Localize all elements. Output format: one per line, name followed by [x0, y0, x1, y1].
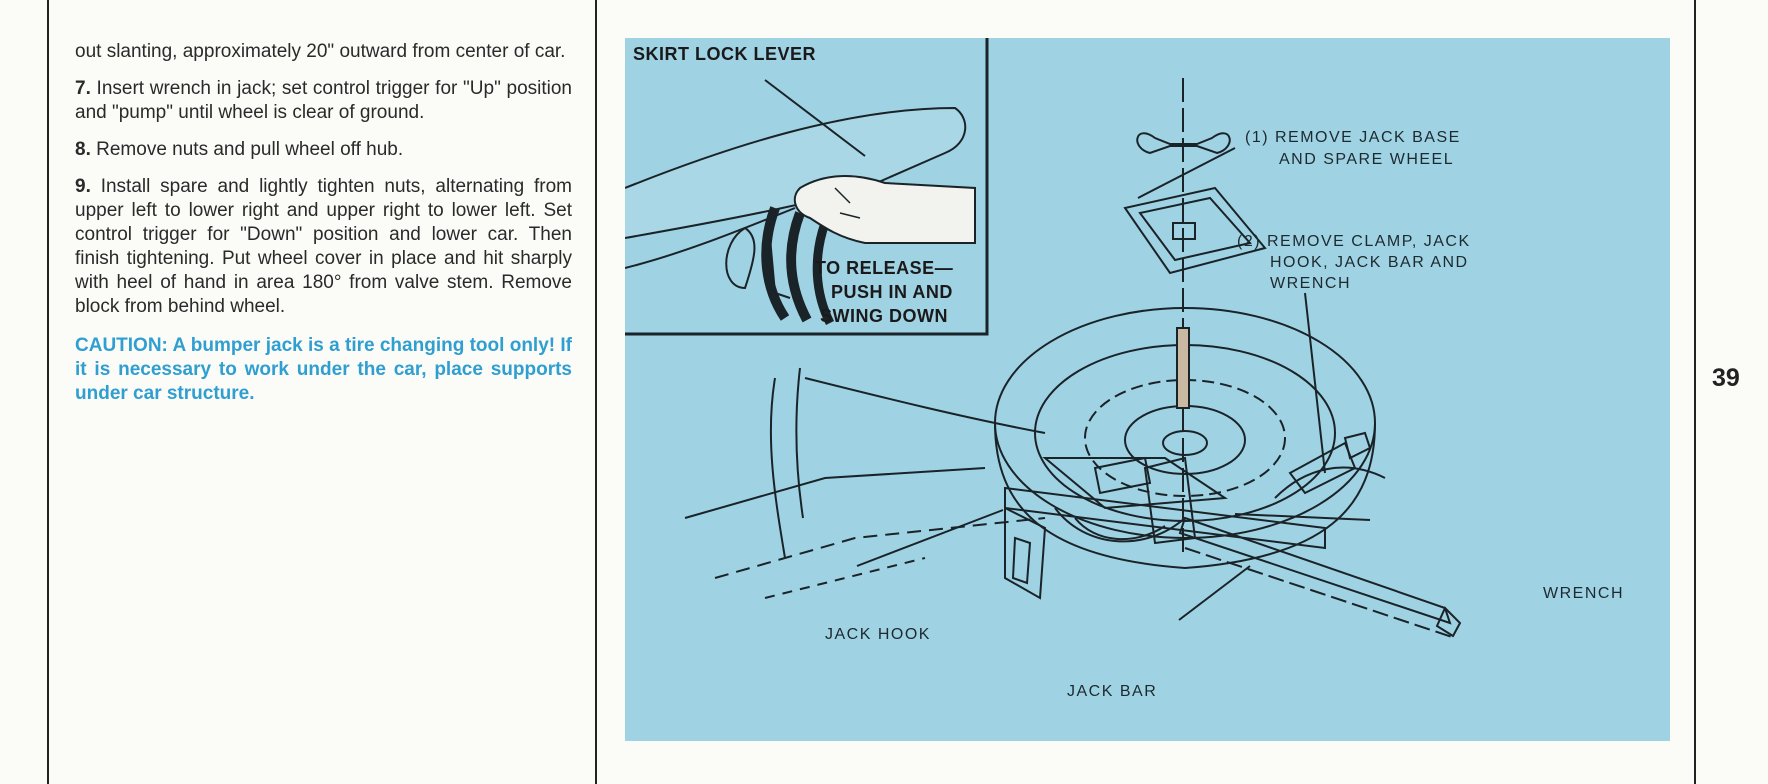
caution-note: CAUTION: A bumper jack is a tire changin… — [75, 335, 572, 404]
step-9: 9. Install spare and lightly tighten nut… — [75, 175, 572, 319]
spare-tire-removal-illustration: SKIRT LOCK LEVER TO RELEASE— PUSH IN AND… — [625, 38, 1670, 741]
intro-paragraph: out slanting, approximately 20" outward … — [75, 41, 566, 62]
car-body-contour — [769, 377, 786, 559]
label-step2-line1: (2) REMOVE CLAMP, JACK — [1237, 233, 1471, 250]
jack-bar-icon — [1178, 516, 1462, 639]
label-step2-line2: HOOK, JACK BAR AND — [1270, 254, 1469, 271]
jack-base-icon — [1123, 186, 1267, 275]
wing-nut-icon — [1136, 132, 1231, 155]
jack-mechanism-icon — [1004, 456, 1326, 550]
step-9-text: Install spare and lightly tighten nuts, … — [75, 176, 572, 317]
step-9-number: 9. — [75, 176, 91, 197]
step-8-text: Remove nuts and pull wheel off hub. — [96, 139, 404, 160]
jack-hook-icon — [1004, 506, 1047, 600]
clamp-icon — [1093, 456, 1152, 495]
step-7-text: Insert wrench in jack; set control trigg… — [75, 78, 572, 123]
arrow-skirt-lock — [764, 79, 866, 157]
step-7-number: 7. — [75, 78, 91, 99]
step-8-number: 8. — [75, 139, 91, 160]
label-jack-bar: JACK BAR — [1067, 683, 1158, 700]
illustration-line-art — [625, 38, 1462, 639]
page-number: 39 — [1712, 364, 1740, 392]
label-step2-line3: WRENCH — [1270, 275, 1351, 292]
skirt-lock-inset — [625, 38, 989, 336]
arrow-jack-bar — [1178, 565, 1251, 621]
label-to-release-3: SWING DOWN — [820, 306, 948, 326]
wrench-icon — [1274, 431, 1386, 499]
column-divider — [595, 0, 597, 784]
step-7: 7. Insert wrench in jack; set control tr… — [75, 77, 572, 125]
instruction-text-column: out slanting, approximately 20" outward … — [75, 40, 572, 406]
page-rule-right — [1694, 0, 1696, 784]
label-step1-line2: AND SPARE WHEEL — [1279, 151, 1455, 168]
page-rule-left — [47, 0, 49, 784]
label-wrench: WRENCH — [1543, 585, 1624, 602]
label-to-release-1: TO RELEASE— — [815, 258, 954, 278]
step-8: 8. Remove nuts and pull wheel off hub. — [75, 138, 572, 162]
label-skirt-lock-lever: SKIRT LOCK LEVER — [633, 44, 817, 64]
arrow-step1 — [1137, 147, 1236, 199]
label-step1-line1: (1) REMOVE JACK BASE — [1245, 129, 1461, 146]
arrow-step2 — [1304, 292, 1326, 474]
arrow-wrench — [1234, 513, 1371, 521]
label-to-release-2: PUSH IN AND — [831, 282, 953, 302]
arrow-jack-hook — [856, 509, 1004, 567]
label-jack-hook: JACK HOOK — [825, 626, 931, 643]
